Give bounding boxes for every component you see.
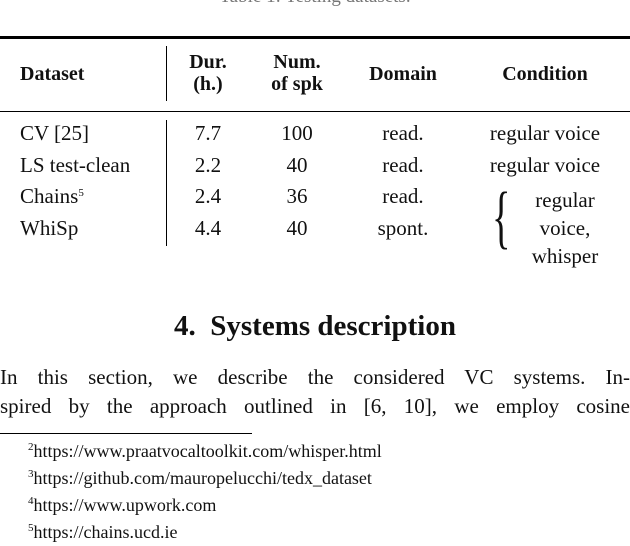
footnote: 3https://github.com/mauropelucchi/tedx_d… <box>28 468 372 488</box>
table-top-rule <box>0 36 630 39</box>
header-dataset: Dataset <box>20 63 85 85</box>
cell-dataset: CV [25] <box>20 121 90 145</box>
cell-duration: 2.4 <box>194 184 222 208</box>
cell-dataset: WhiSp <box>20 216 79 240</box>
footnote: 4https://www.upwork.com <box>28 495 217 515</box>
paragraph-line: spired by the approach outlined in [6, 1… <box>0 394 630 418</box>
section-heading: 4. Systems description <box>174 310 456 342</box>
cell-num-speakers: 36 <box>286 184 308 208</box>
cell-domain: read. <box>382 153 424 177</box>
cell-num-speakers: 40 <box>286 153 308 177</box>
header-duration: Dur.(h.) <box>189 51 227 95</box>
column-divider <box>166 120 167 246</box>
paragraph-line: In this section, we describe the conside… <box>0 365 630 389</box>
cell-duration: 7.7 <box>194 121 222 145</box>
cell-domain: spont. <box>377 216 429 240</box>
cell-condition: regular voice <box>489 121 601 145</box>
header-condition: Condition <box>502 63 588 85</box>
cell-duration: 4.4 <box>194 216 222 240</box>
cell-domain: read. <box>382 121 424 145</box>
cell-domain: read. <box>382 184 424 208</box>
cell-duration: 2.2 <box>194 153 222 177</box>
table-caption: Table 1: Testing datasets. <box>0 0 630 8</box>
column-divider <box>166 46 167 101</box>
footnote: 2https://www.praatvocaltoolkit.com/whisp… <box>28 441 382 461</box>
brace: { <box>492 179 511 256</box>
footnote: 5https://chains.ucd.ie <box>28 522 178 542</box>
cell-num-speakers: 100 <box>281 121 313 145</box>
cell-dataset: Chains5 <box>20 184 84 208</box>
footnote-rule <box>0 433 252 434</box>
cell-dataset: LS test-clean <box>20 153 131 177</box>
cell-condition: regular voice <box>489 153 601 177</box>
header-num-speakers: Num.of spk <box>271 51 323 95</box>
cell-num-speakers: 40 <box>286 216 308 240</box>
table-mid-rule <box>0 111 630 112</box>
header-domain: Domain <box>369 63 437 85</box>
